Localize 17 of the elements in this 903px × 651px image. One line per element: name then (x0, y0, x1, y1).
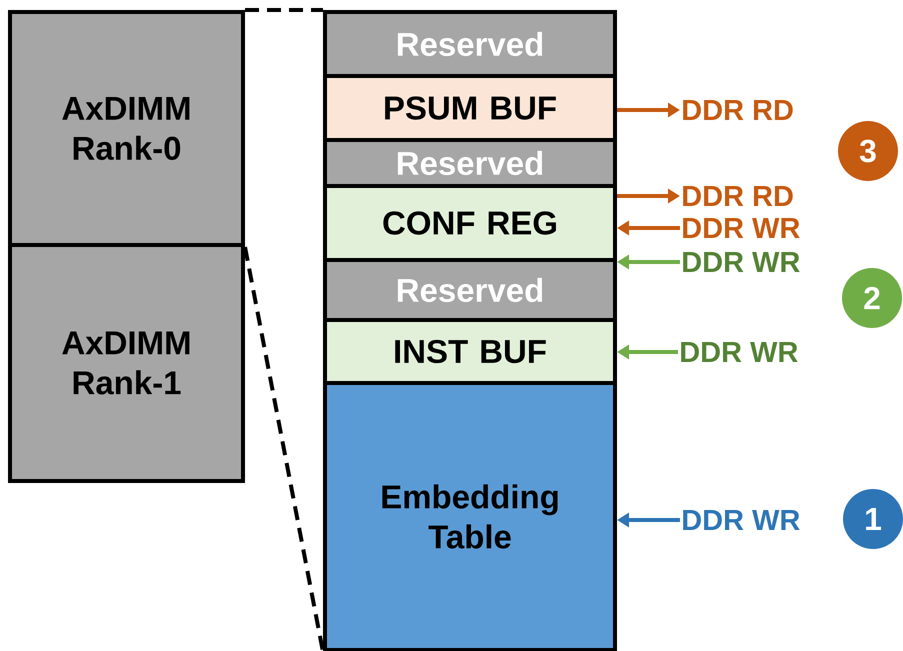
signal-label: DDR WR (683, 510, 800, 530)
memory-region-box: AxDIMM Rank-0 (8, 10, 245, 247)
signal-label: DDR WR (683, 218, 800, 238)
zoom-line (243, 246, 325, 651)
memory-region-box: Reserved (323, 10, 617, 78)
zoom-line (245, 8, 323, 12)
signal-label: DDR WR (683, 252, 800, 272)
memory-region-box: PSUM BUF (323, 74, 617, 142)
signal-label: DDR RD (683, 100, 793, 120)
signal-label: DDR RD (683, 186, 793, 206)
memory-region-box: CONF REG (323, 184, 617, 262)
memory-region-box: Reserved (323, 258, 617, 322)
memory-region-box: AxDIMM Rank-1 (8, 243, 245, 483)
memory-region-box: INST BUF (323, 318, 617, 385)
memory-region-box: Embedding Table (323, 381, 617, 651)
signal-label: DDR WR (681, 342, 798, 362)
memory-region-box: Reserved (323, 138, 617, 188)
